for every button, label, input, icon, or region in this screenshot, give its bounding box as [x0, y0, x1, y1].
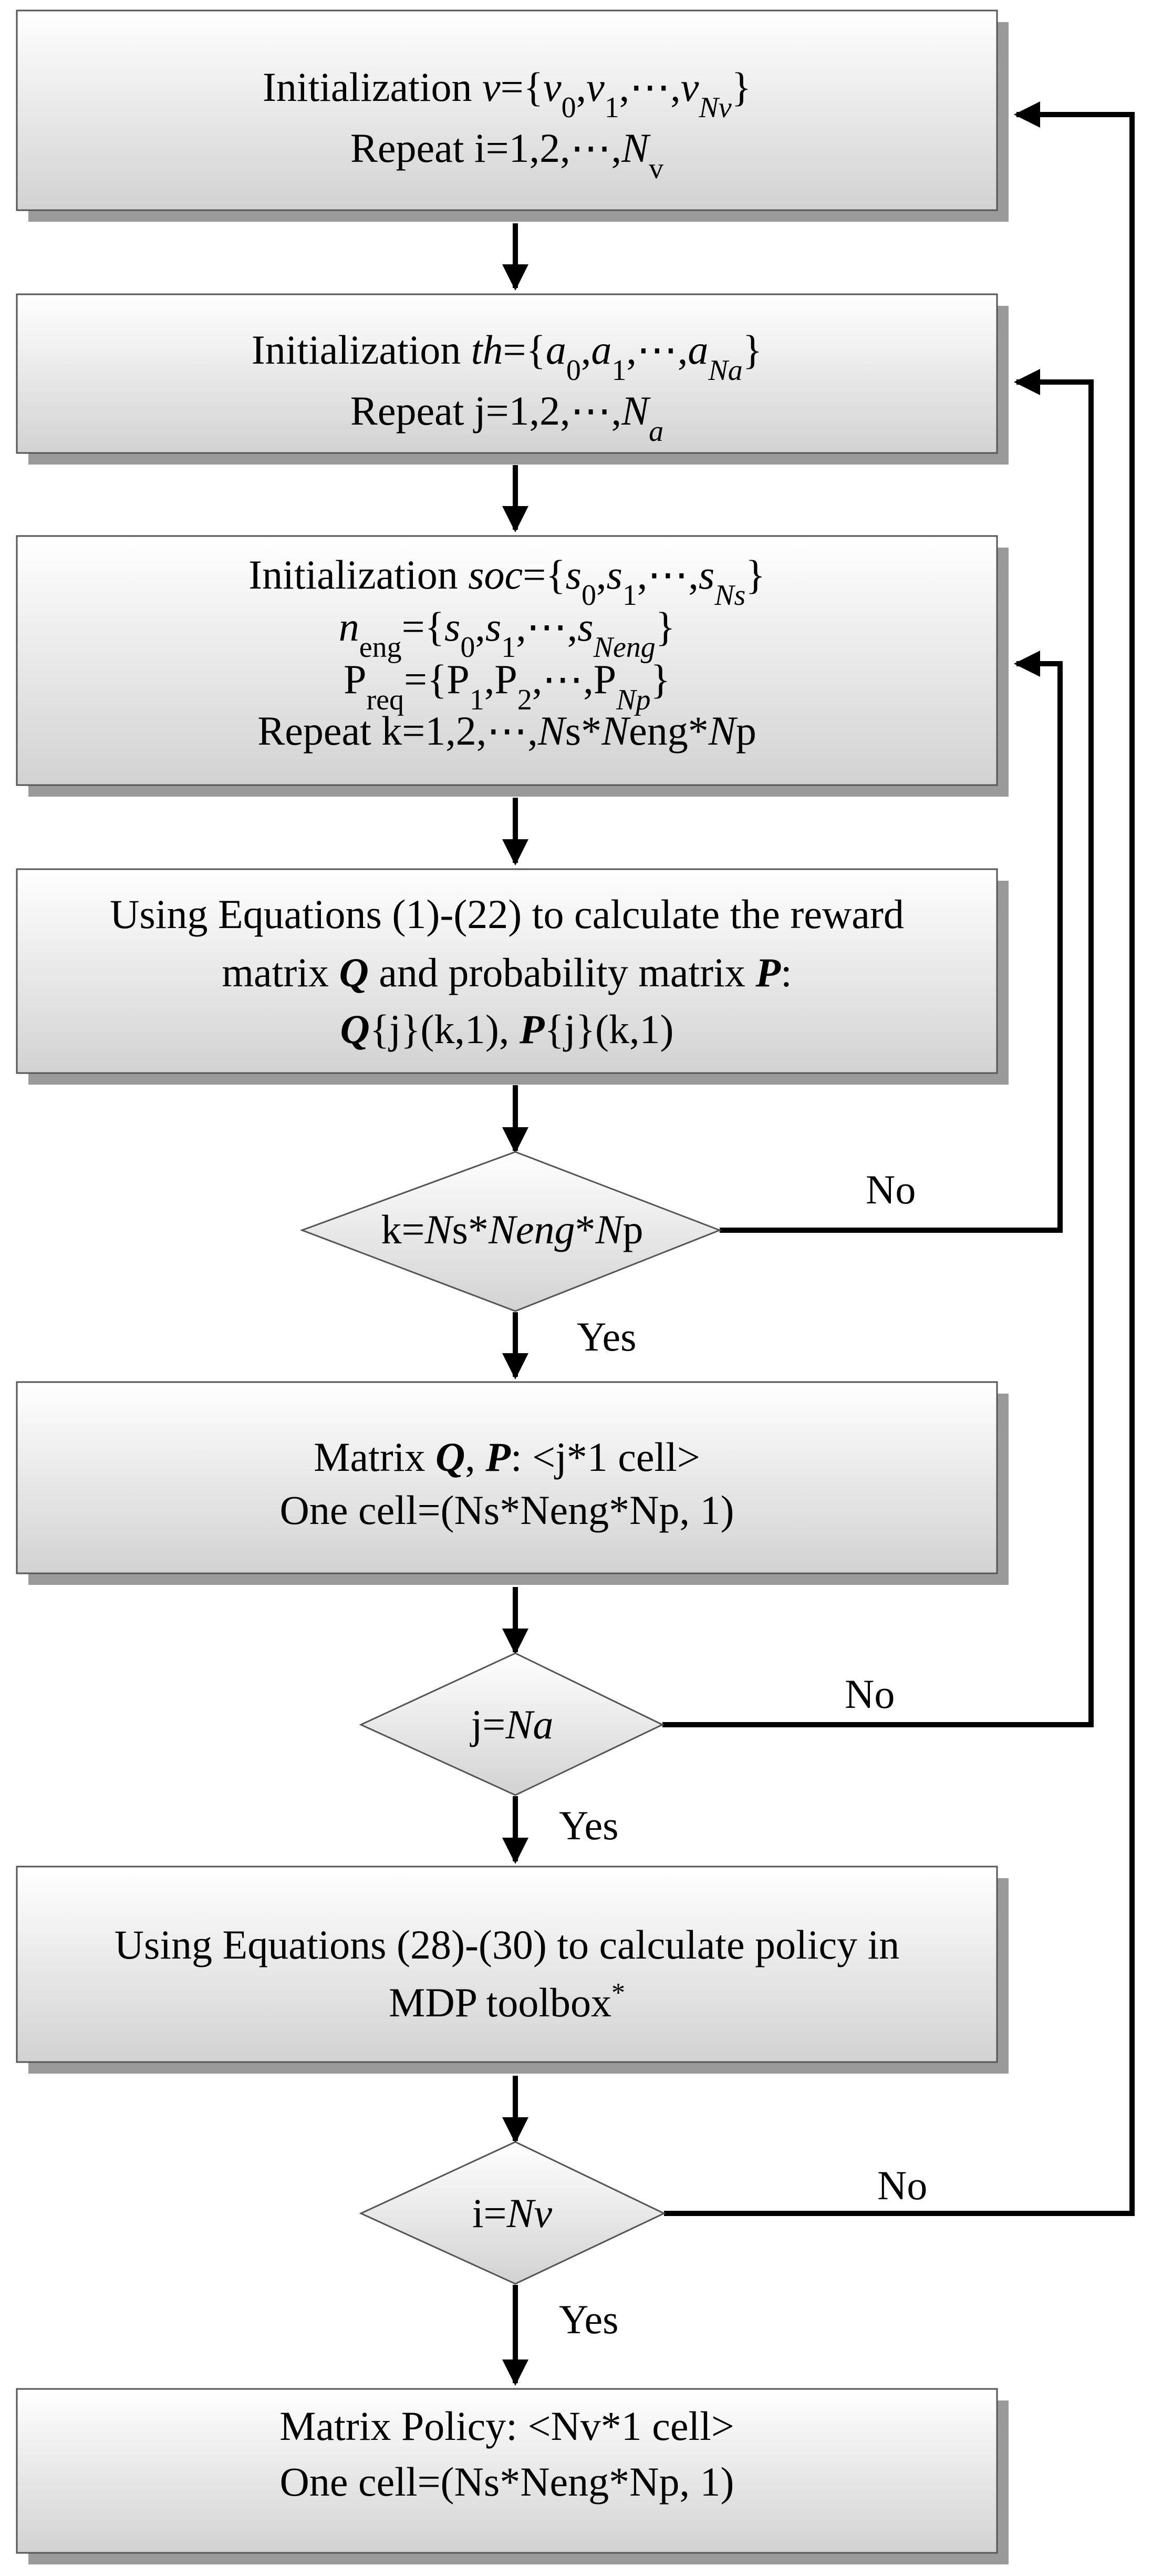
reward-line1: Using Equations (1)-(22) to calculate th… — [110, 891, 904, 937]
arrow-j-check-no-loop — [662, 369, 1094, 1727]
decision-i-label: i=Nv — [472, 2190, 553, 2236]
label-yes-j: Yes — [559, 1802, 619, 1848]
decision-j-label: j=Na — [470, 1702, 554, 1747]
arrow-i-check-no-loop — [664, 101, 1135, 2216]
decision-i: i=Nv — [359, 2141, 666, 2285]
arrow-k-check-no-loop — [720, 651, 1063, 1233]
init-soc-line4: Repeat k=1,2,⋯,Ns*Neng*Np — [257, 708, 756, 754]
matrix-qp-line1: Matrix Q, P: <j*1 cell> — [314, 1434, 700, 1480]
label-no-i: No — [877, 2162, 927, 2208]
init-v-line1: Initialization v={v0,v1,⋯,vNv} — [263, 64, 751, 124]
decision-k: k=Ns*Neng*Np — [299, 1151, 722, 1312]
init-soc-line1: Initialization soc={s0,s1,⋯,sNs} — [248, 552, 765, 612]
box-reward-matrix: Using Equations (1)-(22) to calculate th… — [16, 868, 1009, 1085]
label-no-k: No — [866, 1167, 916, 1212]
init-th-line1: Initialization th={a0,a1,⋯,aNa} — [252, 327, 762, 387]
reward-line3: Q{j}(k,1), P{j}(k,1) — [340, 1006, 674, 1052]
init-v-line2: Repeat i=1,2,⋯,Nv — [350, 125, 663, 185]
box-matrix-qp: Matrix Q, P: <j*1 cell> One cell=(Ns*Nen… — [16, 1381, 1009, 1585]
decision-j: j=Na — [359, 1652, 665, 1796]
matrix-policy-line2: One cell=(Ns*Neng*Np, 1) — [280, 2459, 734, 2505]
init-th-line2: Repeat j=1,2,⋯,Na — [350, 388, 663, 448]
init-soc-line3: Preq={P1,P2,⋯,PNp} — [344, 656, 670, 716]
box-policy-calc: Using Equations (28)-(30) to calculate p… — [16, 1866, 1009, 2074]
box-matrix-policy: Matrix Policy: <Nv*1 cell> One cell=(Ns*… — [16, 2388, 1009, 2564]
decision-k-label: k=Ns*Neng*Np — [381, 1207, 643, 1252]
box-init-soc: Initialization soc={s0,s1,⋯,sNs} neng={s… — [16, 535, 1009, 797]
box-init-v: Initialization v={v0,v1,⋯,vNv} Repeat i=… — [16, 9, 1009, 222]
matrix-policy-line1: Matrix Policy: <Nv*1 cell> — [279, 2403, 734, 2449]
policy-calc-line1: Using Equations (28)-(30) to calculate p… — [115, 1922, 900, 1967]
connectors — [502, 101, 1135, 2386]
policy-calc-line2: MDP toolbox* — [389, 1978, 625, 2026]
label-no-j: No — [845, 1671, 895, 1717]
matrix-qp-line2: One cell=(Ns*Neng*Np, 1) — [280, 1487, 734, 1533]
reward-line2: matrix Q and probability matrix P: — [222, 950, 792, 995]
label-yes-k: Yes — [577, 1314, 637, 1359]
label-yes-i: Yes — [559, 2296, 619, 2342]
init-soc-line2: neng={s0,s1,⋯,sNeng} — [339, 604, 676, 664]
box-init-th: Initialization th={a0,a1,⋯,aNa} Repeat j… — [16, 293, 1009, 465]
